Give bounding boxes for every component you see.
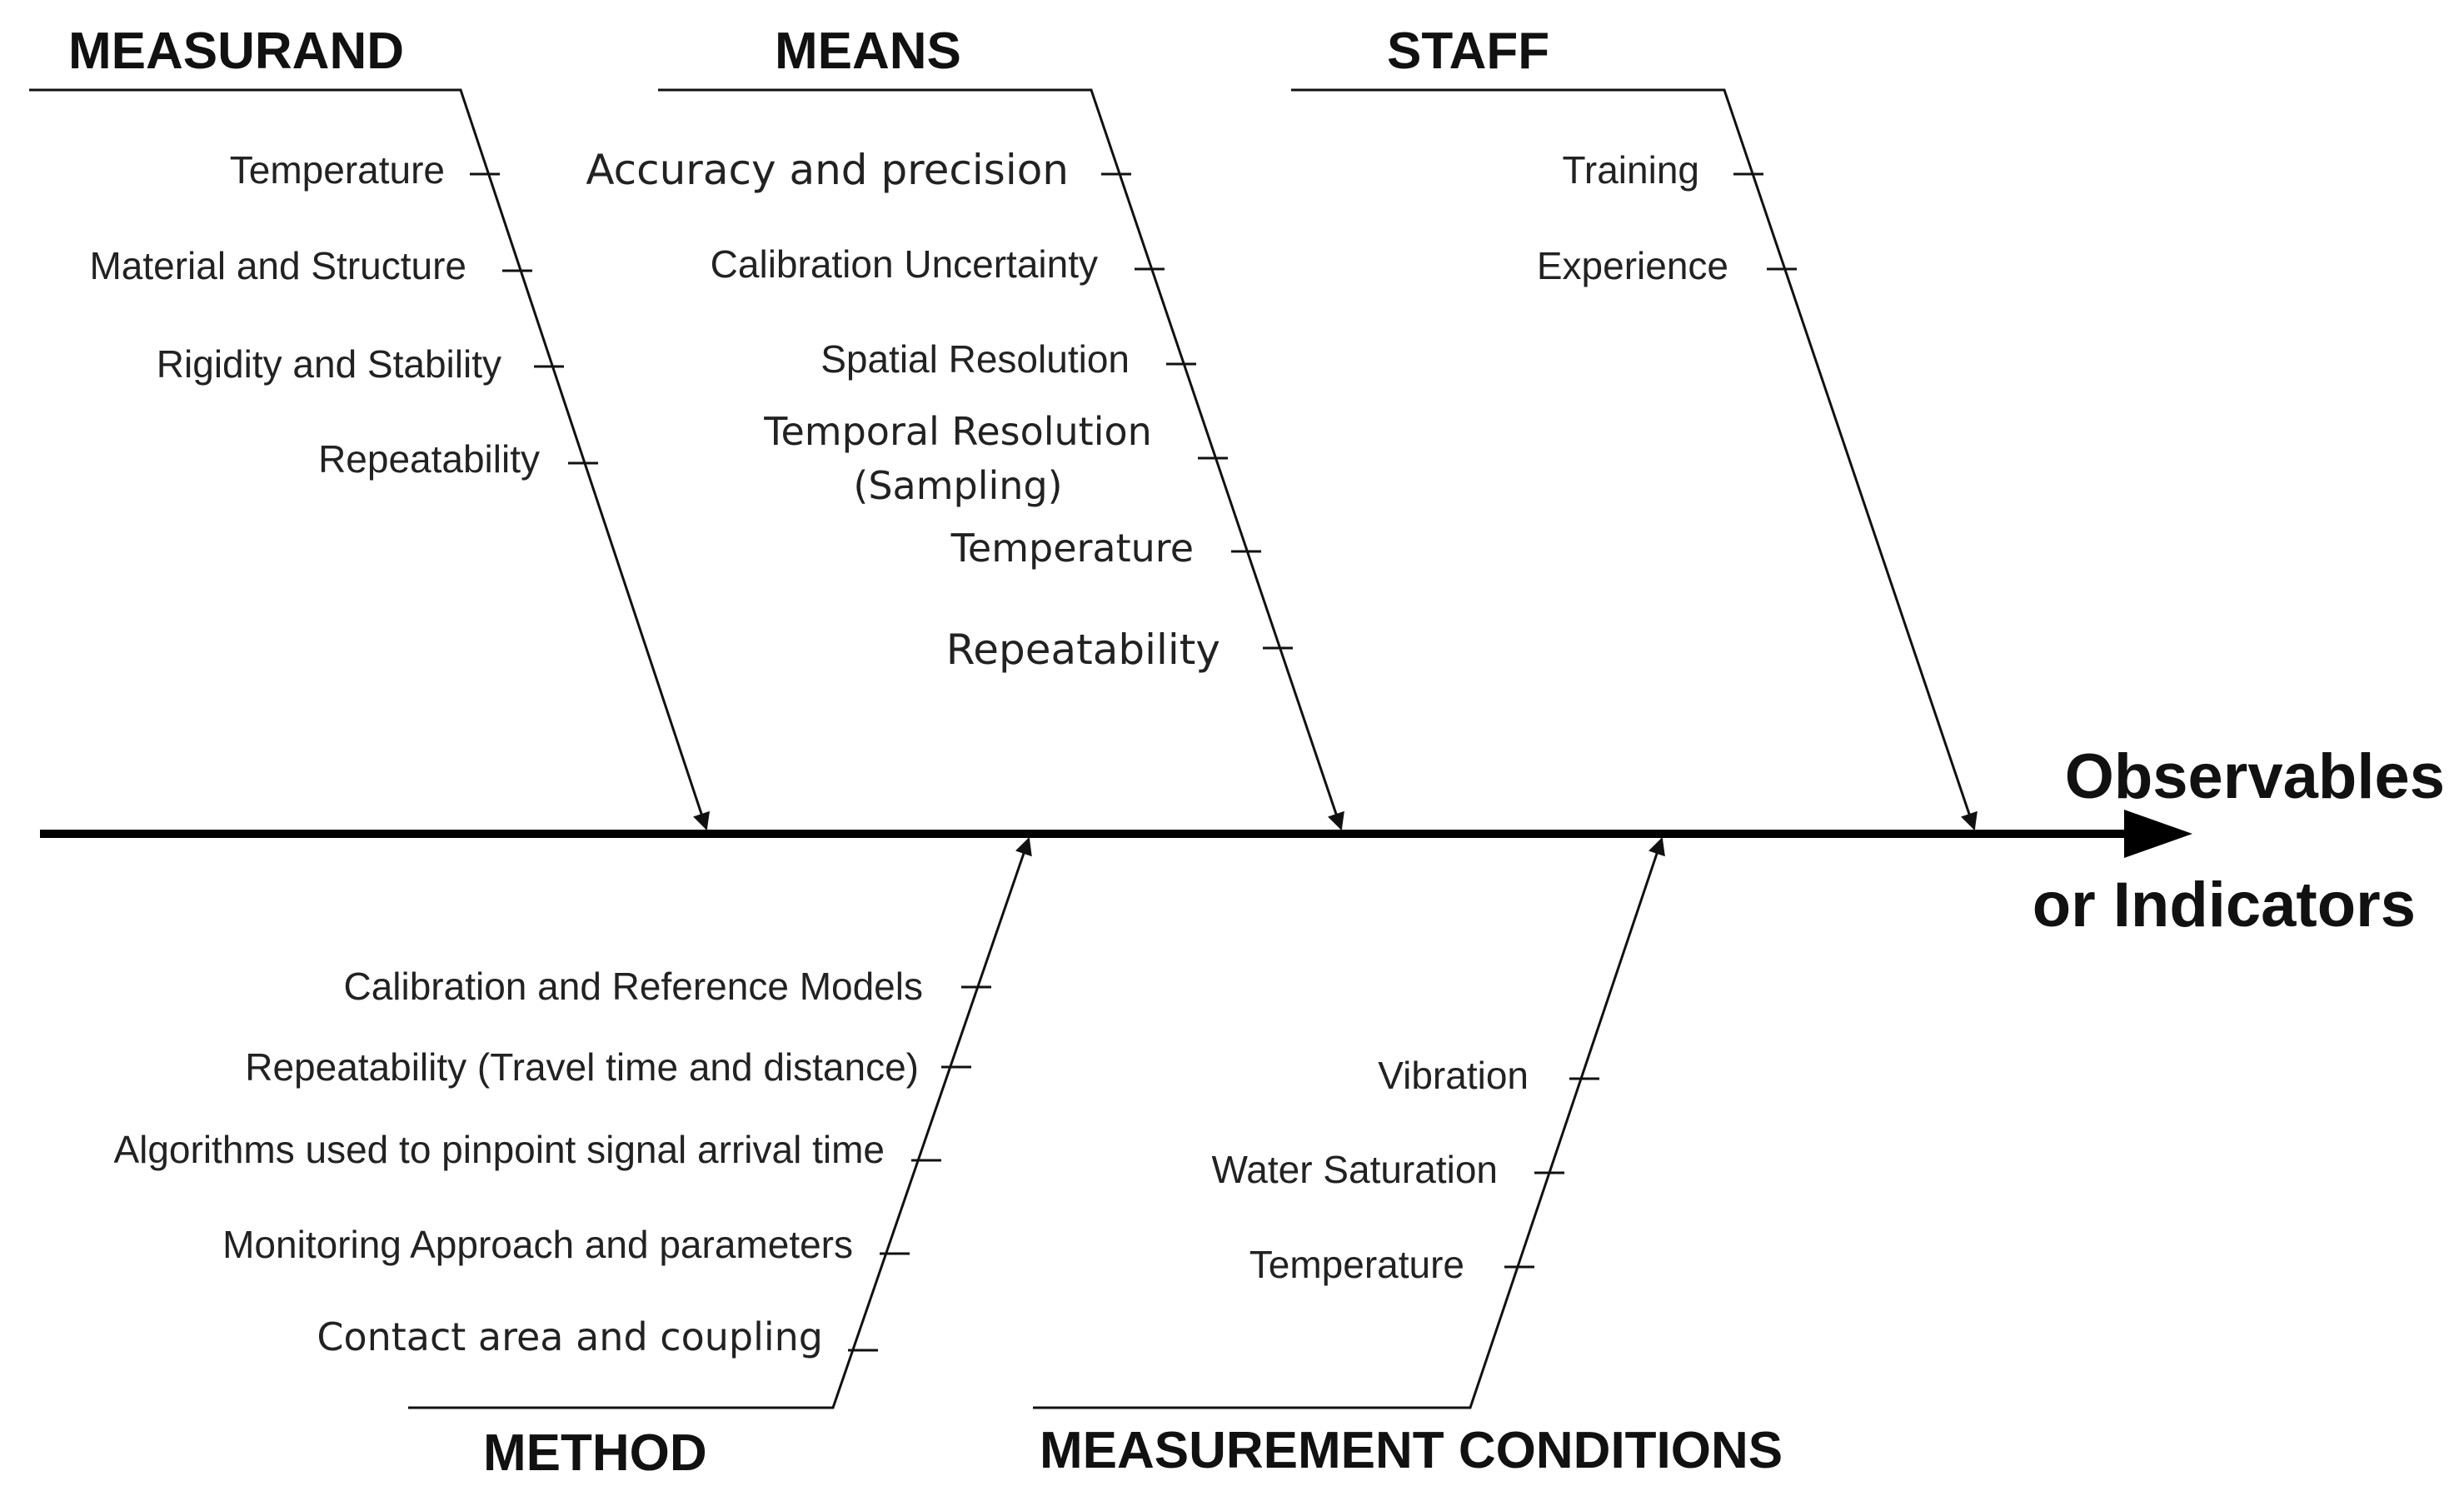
cause-method-contact-area-coupling: Contact area and coupling bbox=[317, 1314, 823, 1359]
cause-conditions-water-saturation: Water Saturation bbox=[1212, 1148, 1498, 1191]
cause-means-accuracy-precision: Accuracy and precision bbox=[586, 146, 1069, 194]
branch-line-method bbox=[408, 837, 1032, 1409]
category-label-means: MEANS bbox=[775, 22, 961, 80]
branch-measurand: MEASURAND Temperature Material and Struc… bbox=[29, 22, 710, 830]
category-label-staff: STAFF bbox=[1387, 22, 1549, 80]
cause-staff-training: Training bbox=[1563, 148, 1699, 192]
branch-line-means bbox=[658, 88, 1344, 830]
cause-means-repeatability: Repeatability bbox=[946, 626, 1220, 674]
cause-measurand-rigidity-stability: Rigidity and Stability bbox=[157, 342, 501, 386]
branch-staff: STAFF Training Experience bbox=[1291, 22, 1978, 830]
branch-method: METHOD Calibration and Reference Models … bbox=[113, 837, 1032, 1482]
cause-measurand-repeatability: Repeatability bbox=[318, 437, 540, 481]
branch-line-staff bbox=[1291, 88, 1978, 830]
effect-label: Observables or Indicators bbox=[2033, 741, 2445, 940]
spine-arrowhead bbox=[2124, 810, 2192, 858]
cause-means-sampling: (Sampling) bbox=[853, 463, 1062, 508]
cause-means-calibration-uncertainty: Calibration Uncertainty bbox=[711, 242, 1098, 286]
cause-conditions-vibration: Vibration bbox=[1378, 1054, 1529, 1097]
cause-method-calibration-reference-models: Calibration and Reference Models bbox=[343, 965, 923, 1008]
category-label-measurand: MEASURAND bbox=[68, 22, 404, 80]
cause-measurand-temperature: Temperature bbox=[230, 148, 445, 192]
effect-line-2: or Indicators bbox=[2033, 870, 2416, 940]
cause-means-temporal-resolution: Temporal Resolution bbox=[763, 409, 1152, 454]
cause-method-monitoring-approach: Monitoring Approach and parameters bbox=[222, 1223, 853, 1266]
category-label-method: METHOD bbox=[483, 1424, 707, 1482]
cause-means-spatial-resolution: Spatial Resolution bbox=[821, 337, 1130, 381]
cause-measurand-material-structure: Material and Structure bbox=[89, 244, 466, 287]
cause-method-repeatability-travel: Repeatability (Travel time and distance) bbox=[245, 1045, 919, 1089]
cause-staff-experience: Experience bbox=[1537, 244, 1728, 287]
branch-means: MEANS Accuracy and precision Calibration… bbox=[586, 22, 1344, 830]
category-label-measurement-conditions: MEASUREMENT CONDITIONS bbox=[1040, 1422, 1783, 1479]
cause-conditions-temperature: Temperature bbox=[1249, 1243, 1464, 1286]
branch-line-measurement-conditions bbox=[1033, 837, 1665, 1409]
effect-line-1: Observables bbox=[2065, 741, 2445, 812]
branch-measurement-conditions: MEASUREMENT CONDITIONS Vibration Water S… bbox=[1033, 837, 1783, 1479]
cause-means-temperature: Temperature bbox=[950, 526, 1194, 571]
cause-method-algorithms-arrival-time: Algorithms used to pinpoint signal arriv… bbox=[113, 1128, 885, 1171]
spine bbox=[40, 810, 2192, 858]
branch-line-measurand bbox=[29, 88, 710, 830]
